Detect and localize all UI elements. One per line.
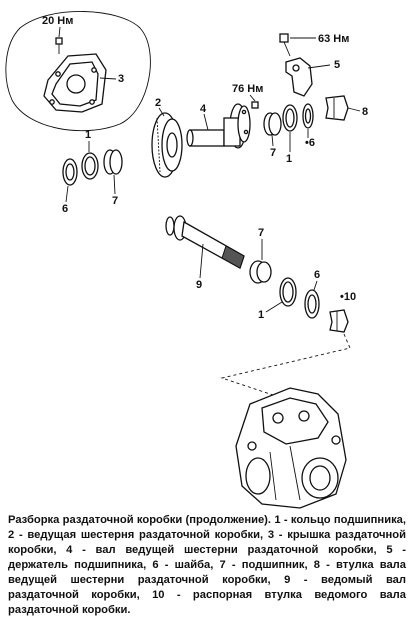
bearing-holder [285,57,313,97]
label-8: 8 [362,106,368,118]
holder-bolt [279,33,291,57]
pinion-bolt [251,101,259,109]
cover-bolt [55,37,63,54]
pinion-shaft [186,103,251,149]
caption-legend: 1 - кольцо подшипника, 2 - ведущая шесте… [8,514,406,616]
bearing-7-top [263,112,282,136]
figure-caption: Разборка раздаточной коробки (продолжени… [8,513,406,618]
washer-6-left [62,158,78,186]
torque-label-cover-bolt: 20 Нм [42,15,73,27]
driven-shaft [165,215,245,269]
drive-gear [151,112,183,178]
label-6-left: 6 [62,203,68,215]
label-6-bottom: 6 [314,269,320,281]
assembly-dashed-line [220,333,351,397]
ring-1-top [282,104,298,132]
label-7-left: 7 [112,195,118,207]
ring-1-left [81,152,99,180]
caption-title: Разборка раздаточной коробки (продолжени… [8,514,272,526]
torque-label-holder-bolt: 63 Нм [318,33,349,45]
label-9: 9 [196,279,202,291]
label-3: 3 [118,73,124,85]
washer-6-bottom [304,289,320,319]
label-6-top: •6 [305,137,315,149]
washer-6-top [302,103,314,129]
label-7-bottom: 7 [258,227,264,239]
ring-1-bottom [279,277,297,307]
bearing-7-bottom [249,260,272,284]
label-1-top: 1 [286,153,292,165]
label-4: 4 [200,103,207,115]
label-10: •10 [340,291,356,303]
cover-highlight-circle [5,11,151,132]
label-5: 5 [334,59,340,71]
transfer-case-cover [43,53,107,113]
label-7-top: 7 [270,147,276,159]
bearing-7-left [103,149,123,175]
torque-label-pinion-bolt: 76 Нм [232,83,263,95]
label-2: 2 [155,97,161,109]
sleeve-8 [325,95,349,121]
label-1-left: 1 [85,129,91,141]
exploded-diagram: 20 Нм 3 63 Нм 5 76 Нм 2 4 [5,11,368,509]
label-1-bottom: 1 [258,309,264,321]
transfer-case-housing [235,387,347,509]
spacer-10 [329,309,349,333]
